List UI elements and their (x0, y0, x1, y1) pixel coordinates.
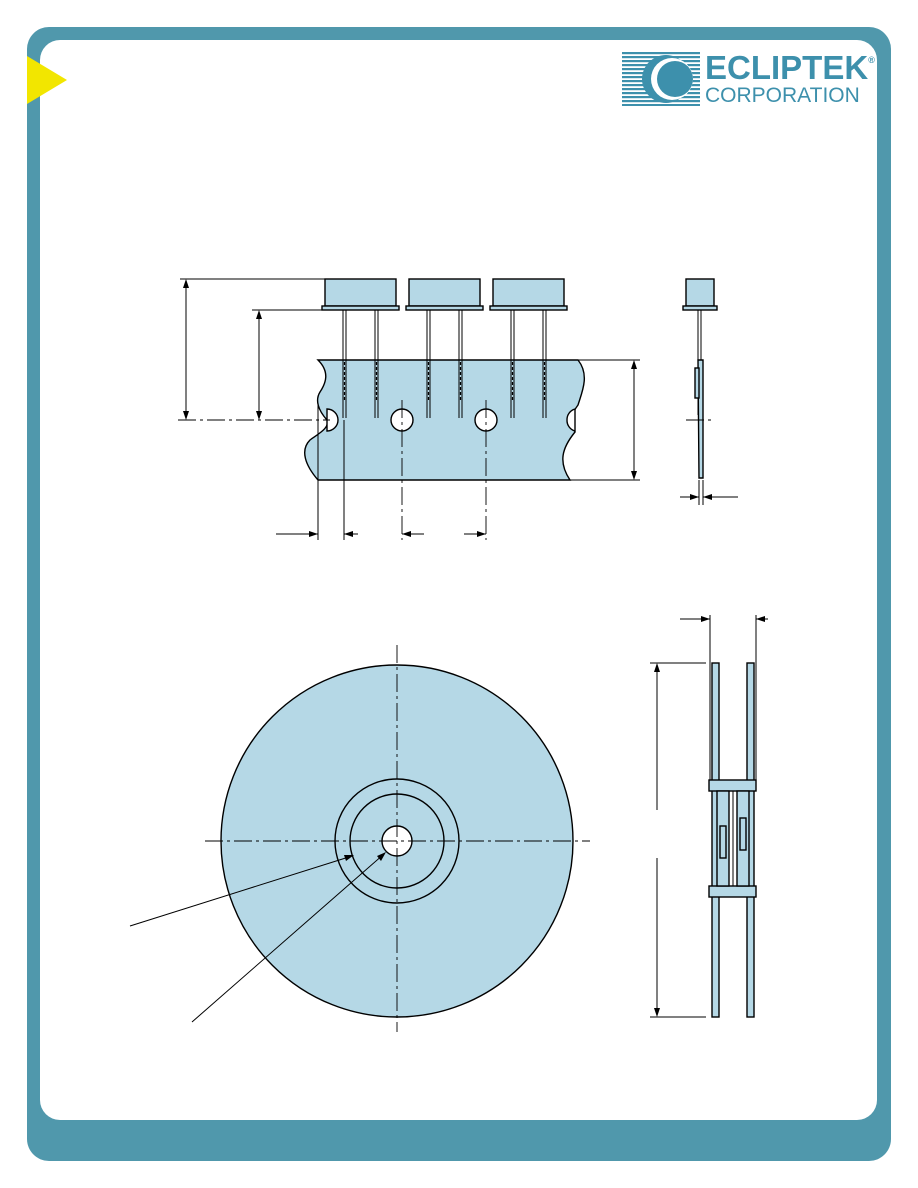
sprocket-hole-edge (326, 408, 339, 432)
ecliptek-logo-icon (622, 52, 700, 106)
crystal-component (489, 278, 568, 418)
tape-side-view (680, 278, 738, 505)
logo-name: ECLIPTEK (705, 49, 869, 86)
yellow-arrow-icon (27, 56, 67, 104)
crystal-component (321, 278, 400, 418)
crystal-component (405, 278, 484, 418)
reel-side-view (650, 615, 768, 1018)
logo-wordmark: ECLIPTEK® (705, 49, 875, 87)
registered-mark: ® (868, 55, 875, 65)
tape-front-view (178, 278, 640, 540)
sprocket-hole-edge (566, 408, 576, 432)
reel-front-view (129, 645, 590, 1032)
logo-subtitle: CORPORATION (705, 84, 860, 107)
dimension-lines (180, 278, 640, 540)
ecliptek-logo: ECLIPTEK® CORPORATION (622, 49, 875, 108)
carrier-tape (304, 359, 586, 481)
